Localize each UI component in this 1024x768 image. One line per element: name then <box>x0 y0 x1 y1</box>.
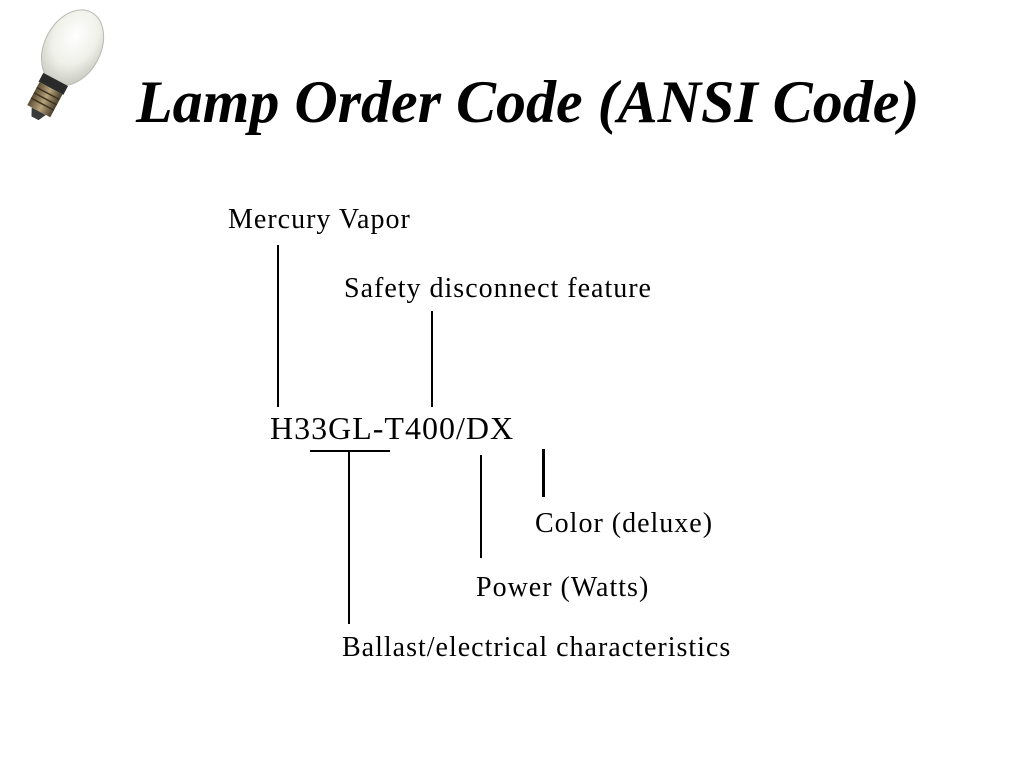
lamp-order-code: H33GL-T400/DX <box>270 410 515 446</box>
color-label: Color (deluxe) <box>535 508 714 539</box>
ballast-underline <box>310 450 390 452</box>
ballast-connector <box>348 452 350 624</box>
safety-disconnect-connector <box>431 311 433 407</box>
slide-title: Lamp Order Code (ANSI Code) <box>136 69 920 135</box>
mercury-vapor-label: Mercury Vapor <box>228 204 411 235</box>
color-connector <box>542 449 545 497</box>
ballast-label: Ballast/electrical characteristics <box>342 632 732 663</box>
safety-disconnect-label: Safety disconnect feature <box>344 273 652 304</box>
mercury-vapor-connector <box>277 245 279 407</box>
light-bulb-icon <box>27 9 105 121</box>
power-connector <box>480 455 482 558</box>
power-label: Power (Watts) <box>476 572 650 603</box>
